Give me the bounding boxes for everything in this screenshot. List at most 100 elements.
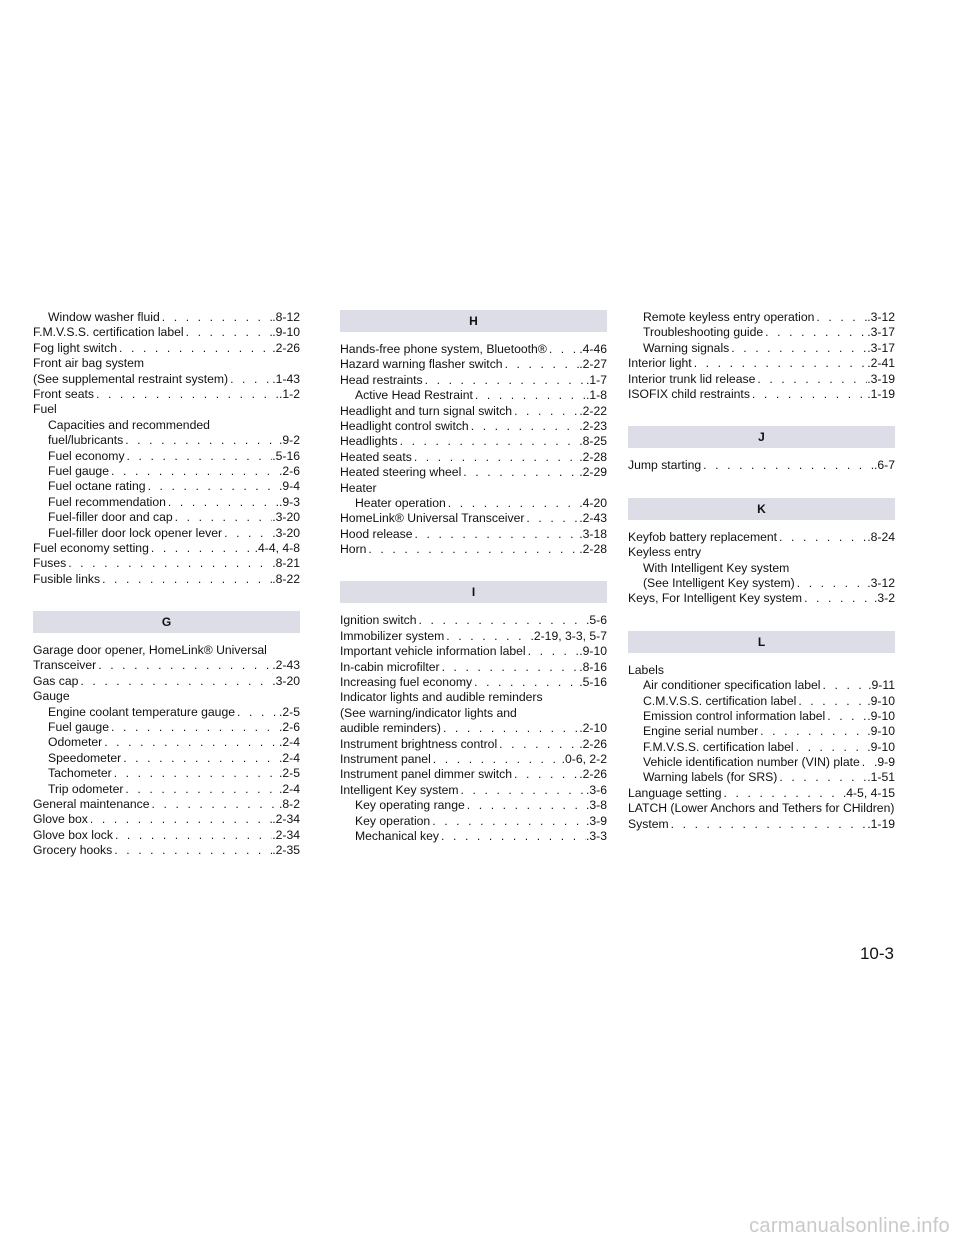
index-entry: System.1-19 xyxy=(628,817,895,832)
index-entry-page: .9-10 xyxy=(867,708,895,723)
index-entry-term: F.M.V.S.S. certification label xyxy=(33,325,184,340)
index-entry: Interior light.2-41 xyxy=(628,356,895,371)
dot-leader xyxy=(366,542,579,557)
dot-leader xyxy=(78,674,272,689)
dot-leader xyxy=(235,705,279,720)
index-entry: Fuel economy setting.4-4, 4-8 xyxy=(33,541,300,556)
index-entry-term: Fog light switch xyxy=(33,340,117,355)
index-entry: Head restraints .1-7 xyxy=(340,373,607,388)
index-entry-term: Increasing fuel economy xyxy=(340,675,473,690)
dot-leader xyxy=(66,556,272,571)
index-entry-term: Fuel economy setting xyxy=(33,540,149,555)
index-entry: Vehicle identification number (VIN) plat… xyxy=(628,755,895,770)
index-entry: Hood release.3-18 xyxy=(340,527,607,542)
index-entry-term: C.M.V.S.S. certification label xyxy=(643,693,797,708)
index-column-3: Remote keyless entry operation.3-12Troub… xyxy=(628,310,895,832)
index-entry-page: .8-21 xyxy=(272,556,300,571)
index-entry-term: Engine coolant temperature gauge xyxy=(48,704,236,719)
index-entry-page: .2-43 xyxy=(272,658,300,673)
index-entry-term: Immobilizer system xyxy=(340,628,445,643)
index-entry-page: .9-2 xyxy=(278,433,300,448)
dot-leader xyxy=(166,495,279,510)
index-entry-term: Trip odometer xyxy=(48,781,124,796)
index-entry-text: Garage door opener, HomeLink® Universal xyxy=(33,643,267,658)
index-entry-page: .2-19, 3-3, 5-7 xyxy=(530,628,607,643)
spacer xyxy=(33,587,300,611)
dot-leader xyxy=(777,530,867,545)
index-entry: Trip odometer .2-4 xyxy=(33,782,300,797)
index-entry-page: .4-5, 4-15 xyxy=(842,785,895,800)
index-entry: Fog light switch.2-26 xyxy=(33,341,300,356)
index-entry-page: .2-26 xyxy=(579,767,607,782)
index-entry-text: Keyless entry xyxy=(628,545,702,560)
index-entry-term: Instrument panel xyxy=(340,752,431,767)
dot-leader xyxy=(121,751,279,766)
index-entry-page: .9-10 xyxy=(867,739,895,754)
dot-leader xyxy=(413,527,580,542)
index-entry: Intelligent Key system.3-6 xyxy=(340,783,607,798)
dot-leader xyxy=(149,541,255,556)
spacer xyxy=(628,474,895,498)
index-entry: Fuel gauge.2-6 xyxy=(33,720,300,735)
index-entry: Instrument brightness control.2-26 xyxy=(340,737,607,752)
dot-leader xyxy=(795,576,867,591)
dot-leader xyxy=(763,325,867,340)
index-entry-term: Fuel gauge xyxy=(48,463,109,478)
spacer xyxy=(628,607,895,631)
index-entry-page: .2-35 xyxy=(272,843,300,858)
dot-leader xyxy=(669,817,868,832)
index-entry: Tachometer.2-5 xyxy=(33,766,300,781)
index-entry-term: Vehicle identification number (VIN) plat… xyxy=(643,755,860,770)
index-entry-page: .2-4 xyxy=(278,781,300,796)
index-entry: In-cabin microfilter.8-16 xyxy=(340,660,607,675)
index-entry: Key operating range.3-8 xyxy=(340,798,607,813)
index-entry: Increasing fuel economy.5-16 xyxy=(340,675,607,690)
index-entry-term: Headlight control switch xyxy=(340,418,469,433)
index-entry: Headlight and turn signal switch.2-22 xyxy=(340,404,607,419)
index-entry-term: Interior light xyxy=(628,356,692,371)
dot-leader xyxy=(758,724,867,739)
index-entry: ISOFIX child restraints.1-19 xyxy=(628,387,895,402)
index-entry-term: Grocery hooks xyxy=(33,843,113,858)
dot-leader xyxy=(722,786,843,801)
index-entry: Front seats.1-2 xyxy=(33,387,300,402)
index-entry-term: Fuel economy xyxy=(48,448,125,463)
dot-leader xyxy=(398,434,580,449)
dot-leader xyxy=(113,828,272,843)
index-entry-term: Remote keyless entry operation xyxy=(643,310,815,324)
index-entry-term: fuel/lubricants xyxy=(48,433,124,448)
index-entry-page: .2-4 xyxy=(278,750,300,765)
watermark: carmanualsonline.info xyxy=(749,1215,950,1237)
index-entry: audible reminders).2-10 xyxy=(340,721,607,736)
dot-leader xyxy=(860,755,874,770)
index-entry: Grocery hooks .2-35 xyxy=(33,843,300,858)
index-entry-term: Head restraints xyxy=(340,372,423,387)
dot-leader xyxy=(423,373,586,388)
index-entry-page: .4-20 xyxy=(579,495,607,510)
index-entry: Immobilizer system .2-19, 3-3, 5-7 xyxy=(340,629,607,644)
index-entry-page: .1-51 xyxy=(867,770,895,785)
index-entry: Instrument panel.0-6, 2-2 xyxy=(340,752,607,767)
dot-leader xyxy=(430,814,586,829)
index-entry-page: .3-20 xyxy=(272,673,300,688)
index-entry-page: .2-43 xyxy=(579,511,607,526)
index-entry-term: Glove box xyxy=(33,812,88,827)
dot-leader xyxy=(459,783,586,798)
index-entry-page: .4-46 xyxy=(579,342,607,356)
index-entry-term: Mechanical key xyxy=(355,828,439,843)
index-entry-term: System xyxy=(628,816,669,831)
index-entry: Heated seats.2-28 xyxy=(340,450,607,465)
spacer xyxy=(340,557,607,581)
index-entry-term: Headlights xyxy=(340,434,398,449)
index-entry: Troubleshooting guide.3-17 xyxy=(628,325,895,340)
index-entry-page: .8-16 xyxy=(579,659,607,674)
dot-leader xyxy=(222,526,272,541)
index-entry-term: General maintenance xyxy=(33,797,150,812)
dot-leader xyxy=(184,325,273,340)
index-entry-page: .1-7 xyxy=(585,372,607,387)
index-entry-term: Emission control information label xyxy=(643,708,826,723)
index-entry: Hazard warning flasher switch.2-27 xyxy=(340,357,607,372)
index-entry-page: .3-3 xyxy=(585,828,607,843)
index-entry-text: Front air bag system xyxy=(33,356,145,371)
